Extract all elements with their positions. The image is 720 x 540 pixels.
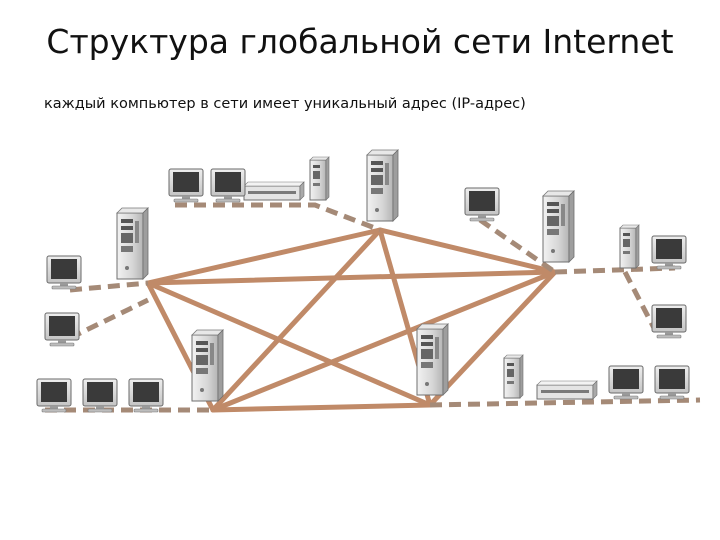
switch-top — [243, 181, 305, 201]
access-links — [45, 202, 701, 413]
monitor-right-2 — [651, 304, 687, 339]
monitor-bottom-1 — [36, 378, 72, 413]
backbone-links — [145, 227, 558, 413]
tower-top — [309, 156, 330, 201]
monitor-top-1 — [168, 168, 204, 203]
monitor-top-2 — [210, 168, 246, 203]
monitor-bottom-right-1 — [608, 365, 644, 400]
monitor-bottom-3 — [128, 378, 164, 413]
server-bottom-center — [416, 323, 449, 396]
monitor-right-1 — [651, 235, 687, 270]
monitor-top-right — [464, 187, 500, 222]
page-subtitle: каждый компьютер в сети имеет уникальный… — [44, 96, 526, 112]
tower-bottom — [503, 354, 524, 399]
monitor-bottom-right-2 — [654, 365, 690, 400]
monitor-left-2 — [44, 312, 80, 347]
server-top-right — [542, 190, 575, 263]
monitor-bottom-2 — [82, 378, 118, 413]
tower-right — [619, 224, 640, 269]
server-bottom-left — [191, 329, 224, 402]
monitor-left-1 — [46, 255, 82, 290]
server-left — [116, 207, 149, 280]
page-title: Структура глобальной сети Internet — [46, 22, 674, 61]
server-top-center — [366, 149, 399, 222]
switch-bottom-right — [536, 380, 598, 400]
